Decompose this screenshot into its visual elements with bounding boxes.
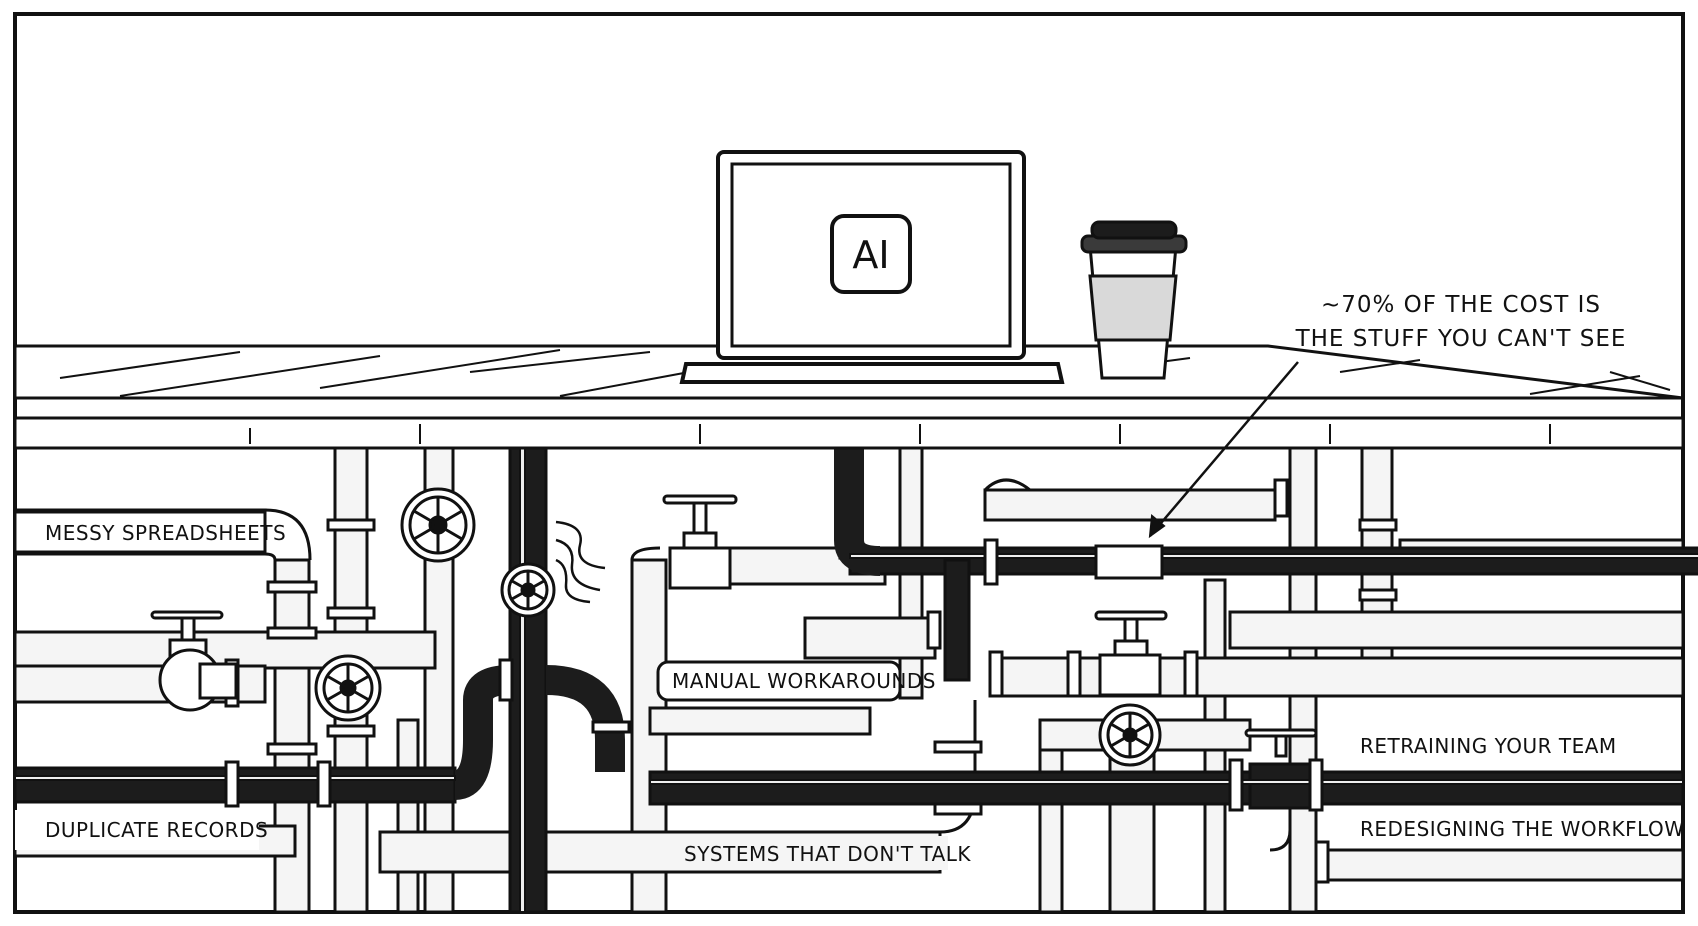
label-manual-workarounds: MANUAL WORKAROUNDS — [656, 660, 936, 702]
steam-lines — [555, 520, 606, 604]
label-messy-spreadsheets: MESSY SPREADSHEETS — [13, 510, 286, 554]
label-duplicate-records: DUPLICATE RECORDS — [15, 810, 268, 850]
ai-label: AI — [852, 233, 889, 277]
pipe-elbows — [264, 478, 1292, 852]
valve-wheel-mid-left — [314, 654, 382, 722]
spigot-valve-dark — [1244, 728, 1318, 758]
spigot-valve-left — [150, 610, 238, 712]
retraining-team-text: RETRAINING YOUR TEAM — [1360, 734, 1617, 758]
pipe-couplings — [224, 478, 1398, 884]
ai-badge — [830, 214, 912, 294]
callout-line-2: THE STUFF YOU CAN'T SEE — [1295, 326, 1627, 352]
laptop: AI — [679, 150, 1065, 384]
callout-arrow — [1149, 361, 1299, 537]
messy-spreadsheets-text: MESSY SPREADSHEETS — [45, 521, 286, 545]
spigot-valve-center — [662, 494, 738, 590]
cost-callout: ~70% OF THE COST IS THE STUFF YOU CAN'T … — [1148, 292, 1627, 539]
spigot-valve-right — [1094, 610, 1168, 697]
callout-line-1: ~70% OF THE COST IS — [1321, 292, 1601, 318]
valve-wheel-dark-pipe — [500, 562, 556, 618]
coffee-cup — [1080, 220, 1188, 380]
redesigning-workflow-text: REDESIGNING THE WORKFLOW — [1360, 817, 1685, 841]
valve-wheel-top — [400, 487, 476, 563]
label-systems-dont-talk: SYSTEMS THAT DON'T TALK — [672, 836, 971, 870]
label-retraining-team: RETRAINING YOUR TEAM — [1346, 728, 1646, 762]
duplicate-records-text: DUPLICATE RECORDS — [45, 818, 268, 842]
callout-arrowhead — [1148, 514, 1166, 539]
hidden-cost-coupling — [1094, 544, 1164, 580]
manual-workarounds-text: MANUAL WORKAROUNDS — [672, 669, 936, 693]
systems-dont-talk-text: SYSTEMS THAT DON'T TALK — [684, 842, 971, 866]
label-redesigning-workflow: REDESIGNING THE WORKFLOW — [1346, 812, 1685, 846]
laptop-base — [679, 362, 1065, 384]
valve-wheel-lower-right — [1098, 703, 1162, 767]
